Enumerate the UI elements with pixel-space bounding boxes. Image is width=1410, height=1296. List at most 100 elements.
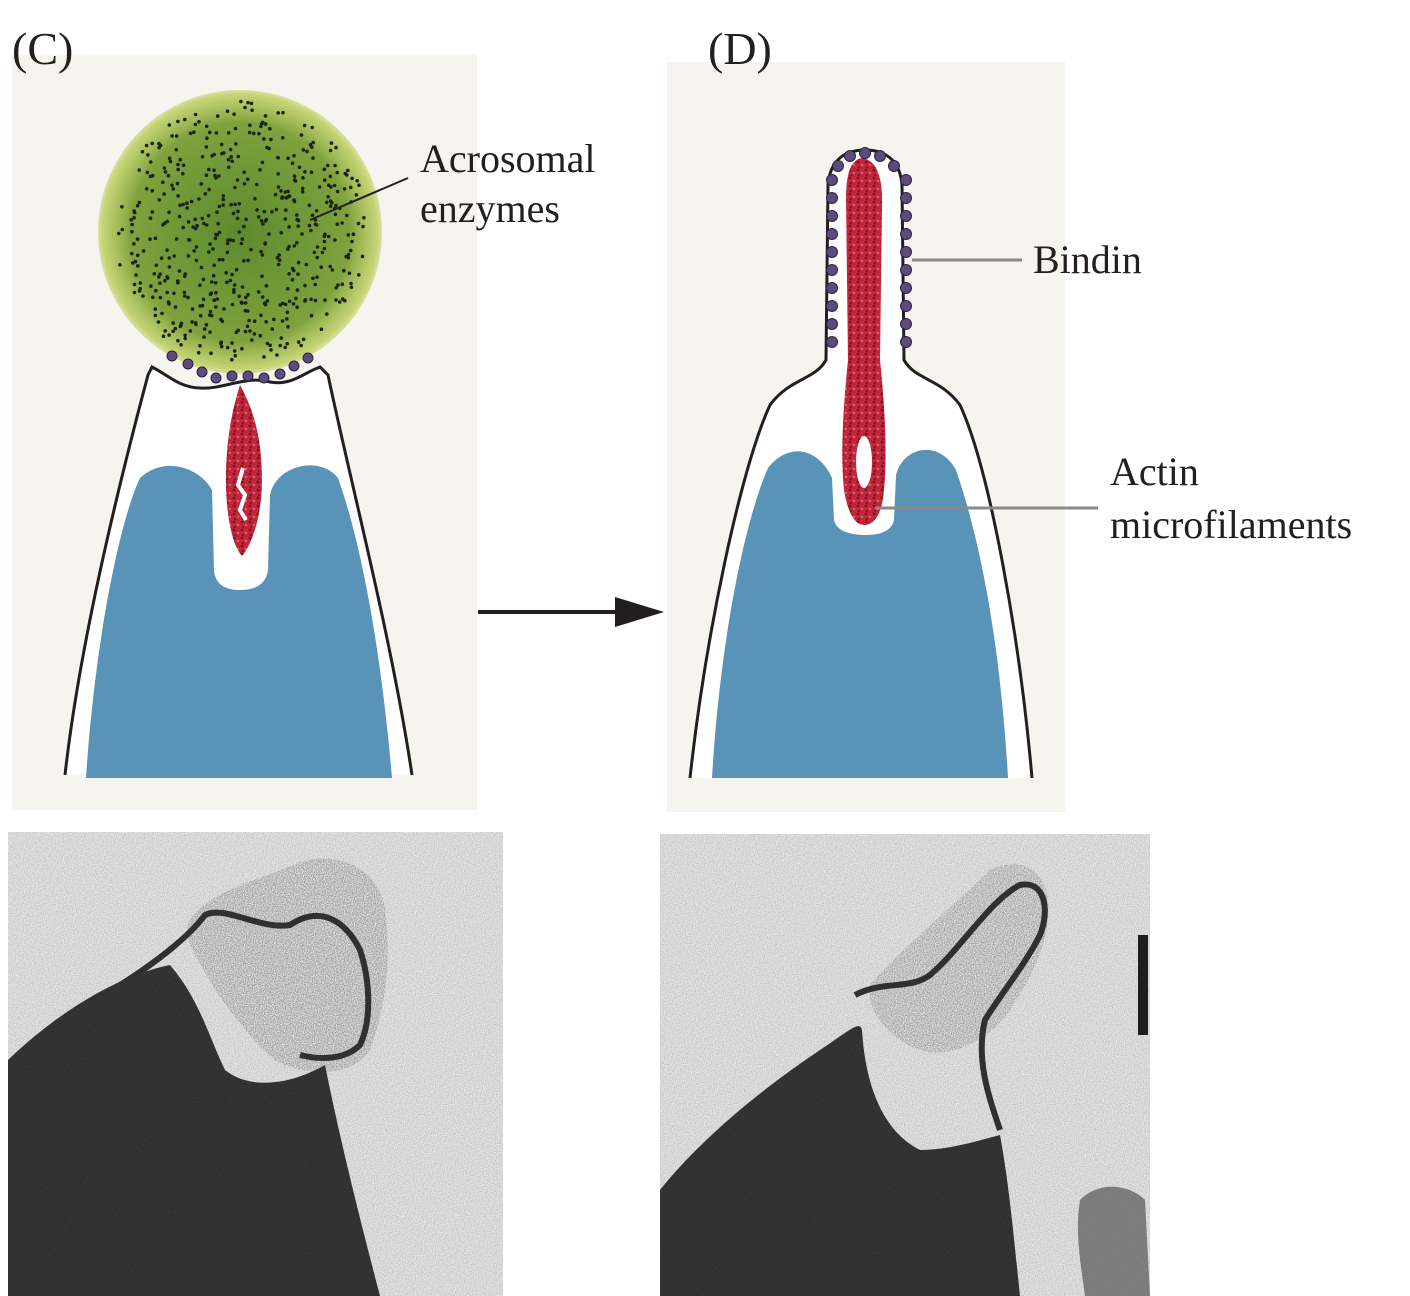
bindin-dot (875, 151, 886, 162)
enzyme-particle (130, 230, 134, 234)
enzyme-particle (226, 242, 230, 246)
enzyme-particle (202, 335, 206, 339)
enzyme-particle (315, 275, 319, 279)
enzyme-particle (221, 203, 225, 207)
enzyme-particle (148, 237, 152, 241)
enzyme-particle (159, 296, 163, 300)
bindin-dot (827, 229, 838, 240)
enzyme-particle (281, 136, 285, 140)
bindin-dot (827, 337, 838, 348)
enzyme-particle (362, 216, 366, 220)
enzyme-particle (320, 327, 324, 331)
enzyme-particle (220, 345, 224, 349)
enzyme-particle (286, 325, 290, 329)
enzyme-particle (301, 176, 305, 180)
enzyme-particle (133, 211, 137, 215)
enzyme-particle (233, 349, 237, 353)
enzyme-particle (309, 229, 313, 233)
enzyme-particle (253, 332, 257, 336)
enzyme-particle (268, 127, 272, 131)
enzyme-particle (200, 266, 204, 270)
bindin-dot (827, 319, 838, 330)
enzyme-particle (284, 217, 288, 221)
enzyme-particle (334, 298, 338, 302)
enzyme-particle (130, 252, 134, 256)
enzyme-particle (297, 261, 301, 265)
enzyme-particle (244, 330, 248, 334)
enzyme-particle (154, 236, 158, 240)
enzyme-particle (350, 177, 354, 181)
enzyme-particle (201, 304, 205, 308)
enzyme-particle (283, 346, 287, 350)
enzyme-particle (174, 327, 178, 331)
enzyme-particle (158, 281, 162, 285)
bindin-dot (827, 265, 838, 276)
enzyme-particle (281, 196, 285, 200)
enzyme-particle (214, 237, 218, 241)
enzyme-particle (297, 340, 301, 344)
enzyme-particle (263, 210, 267, 214)
enzyme-particle (284, 208, 288, 212)
enzyme-particle (310, 126, 314, 130)
enzyme-particle (192, 249, 196, 253)
enzyme-particle (208, 242, 212, 246)
enzyme-particle (214, 176, 218, 180)
enzyme-particle (211, 247, 215, 251)
enzyme-particle (248, 329, 252, 333)
enzyme-particle (194, 322, 198, 326)
enzyme-particle (303, 299, 307, 303)
enzyme-particle (194, 227, 198, 231)
enzyme-particle (182, 164, 186, 168)
enzyme-particle (222, 151, 226, 155)
enzyme-particle (157, 320, 161, 324)
enzyme-particle (342, 269, 346, 273)
enzyme-particle (267, 232, 271, 236)
enzyme-particle (165, 291, 169, 295)
enzyme-particle (329, 199, 333, 203)
enzyme-particle (261, 161, 265, 165)
enzyme-particle (195, 245, 199, 249)
enzyme-particle (172, 292, 176, 296)
enzyme-particle (151, 174, 155, 178)
enzyme-particle (141, 150, 145, 154)
enzyme-particle (169, 160, 173, 164)
enzyme-particle (292, 269, 296, 273)
enzyme-particle (281, 111, 285, 115)
enzyme-particle (236, 178, 240, 182)
enzyme-particle (248, 124, 252, 128)
bindin-dot (901, 283, 912, 294)
enzyme-particle (207, 168, 211, 172)
enzyme-particle (261, 295, 265, 299)
enzyme-particle (190, 320, 194, 324)
enzyme-particle (226, 346, 230, 350)
enzyme-particle (185, 201, 189, 205)
enzyme-particle (163, 329, 167, 333)
enzyme-particle (181, 172, 185, 176)
enzyme-particle (296, 272, 300, 276)
enzyme-particle (346, 169, 350, 173)
enzyme-particle (239, 100, 243, 104)
enzyme-particle (158, 198, 162, 202)
enzyme-particle (331, 268, 335, 272)
enzyme-particle (237, 329, 241, 333)
enzyme-particle (202, 278, 206, 282)
bindin-dot (901, 301, 912, 312)
enzyme-particle (227, 131, 231, 135)
enzyme-particle (352, 232, 356, 236)
enzyme-particle (277, 253, 281, 257)
enzyme-particle (130, 223, 134, 227)
enzyme-particle (176, 163, 180, 167)
enzyme-particle (255, 183, 259, 187)
enzyme-particle (215, 131, 219, 135)
enzyme-particle (175, 134, 179, 138)
enzyme-particle (277, 263, 281, 267)
enzyme-particle (329, 185, 333, 189)
enzyme-particle (260, 219, 264, 223)
micrograph-d-fragment (1078, 1187, 1150, 1296)
enzyme-particle (238, 202, 242, 206)
enzyme-particle (237, 155, 241, 159)
enzyme-particle (222, 307, 226, 311)
enzyme-particle (301, 187, 305, 191)
enzyme-particle (210, 280, 214, 284)
enzyme-particle (210, 154, 214, 158)
